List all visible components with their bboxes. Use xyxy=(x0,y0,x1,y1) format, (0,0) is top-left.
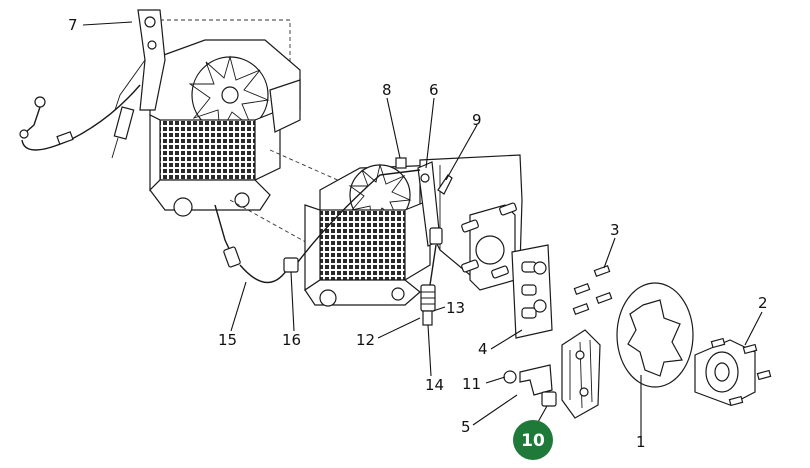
mount-bracket-4 xyxy=(511,244,553,339)
callout-2: 2 xyxy=(758,294,768,312)
callout-11: 11 xyxy=(462,375,481,393)
callout-12: 12 xyxy=(356,331,375,349)
callout-10-highlight: 10 xyxy=(513,420,553,460)
callout-9: 9 xyxy=(472,111,482,129)
callout-7: 7 xyxy=(68,16,78,34)
callout-5: 5 xyxy=(461,418,471,436)
callout-6: 6 xyxy=(429,81,439,99)
bolts-3 xyxy=(572,265,613,315)
wheel-hub-2 xyxy=(694,337,772,407)
callout-3: 3 xyxy=(610,221,620,239)
brake-pad-10 xyxy=(541,391,557,407)
callout-14: 14 xyxy=(425,376,444,394)
highlight-badge xyxy=(513,420,553,460)
callout-10: 10 xyxy=(521,431,545,451)
upper-transaxle xyxy=(149,19,301,217)
assembly-link-line xyxy=(269,149,361,191)
axle-flange xyxy=(461,202,517,291)
upper-control-bracket xyxy=(111,9,166,159)
upper-cable xyxy=(19,84,141,151)
nut-8 xyxy=(395,157,407,169)
brake-disc-1 xyxy=(616,282,694,388)
callout-15: 15 xyxy=(218,331,237,349)
callout-8: 8 xyxy=(382,81,392,99)
callout-4: 4 xyxy=(478,340,488,358)
callout-labels: 7 8 6 9 3 2 13 12 4 15 16 11 14 5 1 10 xyxy=(68,16,768,460)
cable-fitting-16 xyxy=(283,257,299,273)
lower-cable xyxy=(214,169,421,283)
brake-bracket-5 xyxy=(519,329,601,419)
callout-13: 13 xyxy=(446,299,465,317)
callout-16: 16 xyxy=(282,331,301,349)
center-control-arm xyxy=(395,157,453,326)
nut-11 xyxy=(503,370,517,384)
callout-1: 1 xyxy=(636,433,646,451)
leader-lines xyxy=(82,21,763,438)
